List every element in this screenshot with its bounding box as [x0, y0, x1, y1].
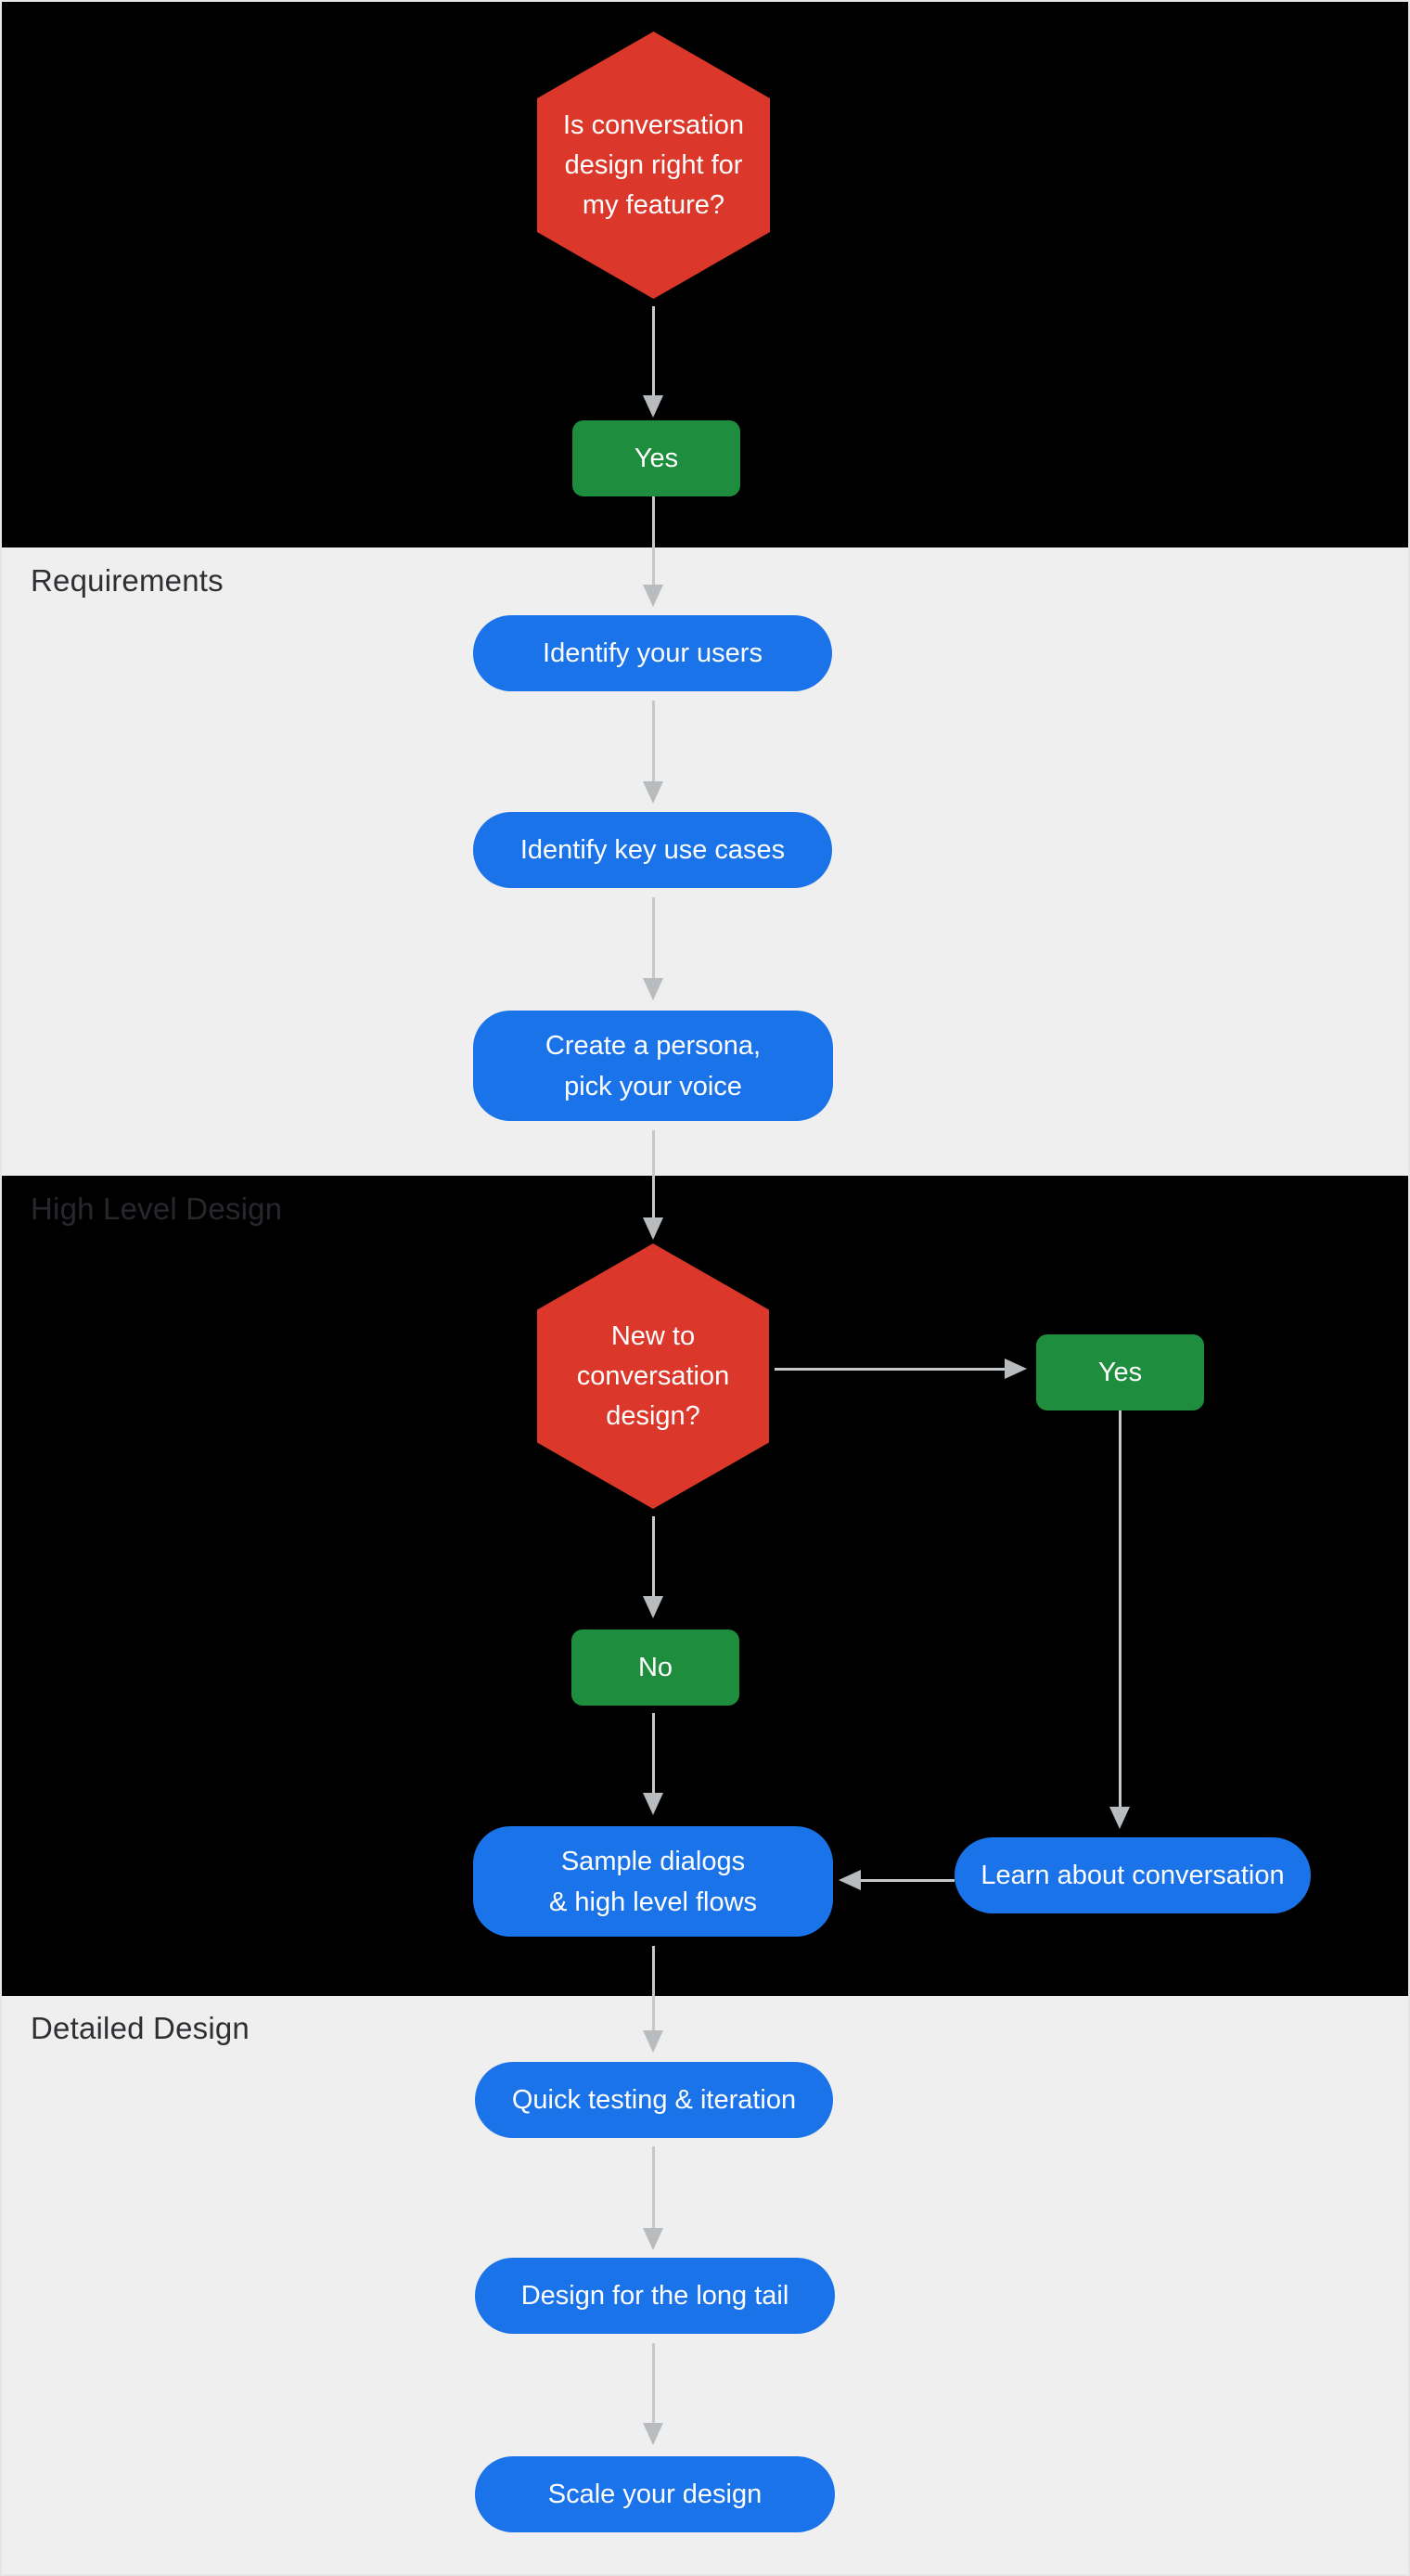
section-label-requirements: Requirements [31, 563, 224, 598]
step-label-line: pick your voice [564, 1071, 742, 1101]
step-create-persona-pick-voice[interactable]: Create a persona, pick your voice [473, 1011, 833, 1121]
arrow-line-q1-to-yes [652, 306, 655, 395]
arrow-head-yes2-to-learn [1109, 1807, 1130, 1829]
decision-text-line: design right for [564, 149, 743, 180]
arrow-line-yes-to-users [652, 496, 655, 585]
yes-button-1-label: Yes [634, 443, 679, 473]
step-label-line: & high level flows [548, 1887, 758, 1917]
arrow-line-q2-to-no [652, 1516, 655, 1596]
decision-text-line: conversation [576, 1360, 730, 1391]
arrow-head-sample-to-quick [643, 2030, 663, 2053]
arrow-line-persona-to-q2 [652, 1130, 655, 1217]
decision-text-line: my feature? [582, 189, 725, 220]
arrow-line-yes2-to-learn [1119, 1410, 1122, 1807]
arrow-line-sample-to-quick [652, 1946, 655, 2030]
decision-text-line: design? [606, 1400, 700, 1431]
step-label-line: Create a persona, [545, 1030, 762, 1061]
arrow-head-longtail-to-scale [643, 2423, 663, 2445]
step-label: Design for the long tail [520, 2280, 789, 2311]
arrow-head-q1-to-yes [643, 395, 663, 418]
yes-button-2-label: Yes [1097, 1357, 1143, 1387]
step-label: Scale your design [547, 2479, 763, 2509]
step-label: Learn about conversation [981, 1860, 1285, 1890]
arrow-head-usecases-to-persona [643, 978, 663, 1000]
step-label: Quick testing & iteration [511, 2084, 797, 2115]
section-label-high-level-design: High Level Design [31, 1191, 283, 1226]
arrow-line-users-to-usecases [652, 701, 655, 781]
arrow-head-yes-to-users [643, 585, 663, 607]
arrow-head-learn-to-sample [839, 1870, 861, 1890]
arrow-head-q2-to-yes [1005, 1359, 1027, 1379]
arrow-line-learn-to-sample [861, 1879, 955, 1882]
decision-text-line: Is conversation [562, 109, 745, 140]
step-design-long-tail[interactable]: Design for the long tail [475, 2258, 835, 2334]
arrow-head-q2-to-no [643, 1596, 663, 1618]
arrow-line-q2-to-yes [775, 1368, 1005, 1371]
step-quick-testing-iteration[interactable]: Quick testing & iteration [475, 2062, 833, 2138]
no-button-label: No [637, 1652, 673, 1682]
step-sample-dialogs-high-level-flows[interactable]: Sample dialogs & high level flows [473, 1826, 833, 1937]
step-label-line: Sample dialogs [560, 1846, 746, 1876]
section-label-detailed-design: Detailed Design [31, 2011, 250, 2045]
step-identify-your-users[interactable]: Identify your users [473, 615, 832, 691]
step-identify-key-use-cases[interactable]: Identify key use cases [473, 812, 832, 888]
arrow-line-quick-to-longtail [652, 2146, 655, 2228]
arrow-head-quick-to-longtail [643, 2228, 663, 2250]
arrow-line-longtail-to-scale [652, 2343, 655, 2423]
yes-button-1[interactable]: Yes [572, 420, 740, 496]
decision-text-line: New to [610, 1320, 696, 1351]
arrow-line-usecases-to-persona [652, 897, 655, 978]
arrow-head-no-to-sample [643, 1793, 663, 1815]
step-scale-your-design[interactable]: Scale your design [475, 2456, 835, 2532]
step-label: Identify key use cases [519, 834, 786, 865]
arrow-head-users-to-usecases [643, 781, 663, 804]
yes-button-2[interactable]: Yes [1036, 1334, 1204, 1410]
no-button[interactable]: No [571, 1629, 739, 1706]
step-label: Identify your users [543, 638, 763, 668]
step-learn-about-conversation[interactable]: Learn about conversation [955, 1837, 1311, 1913]
arrow-line-no-to-sample [652, 1713, 655, 1793]
arrow-head-persona-to-q2 [643, 1217, 663, 1240]
